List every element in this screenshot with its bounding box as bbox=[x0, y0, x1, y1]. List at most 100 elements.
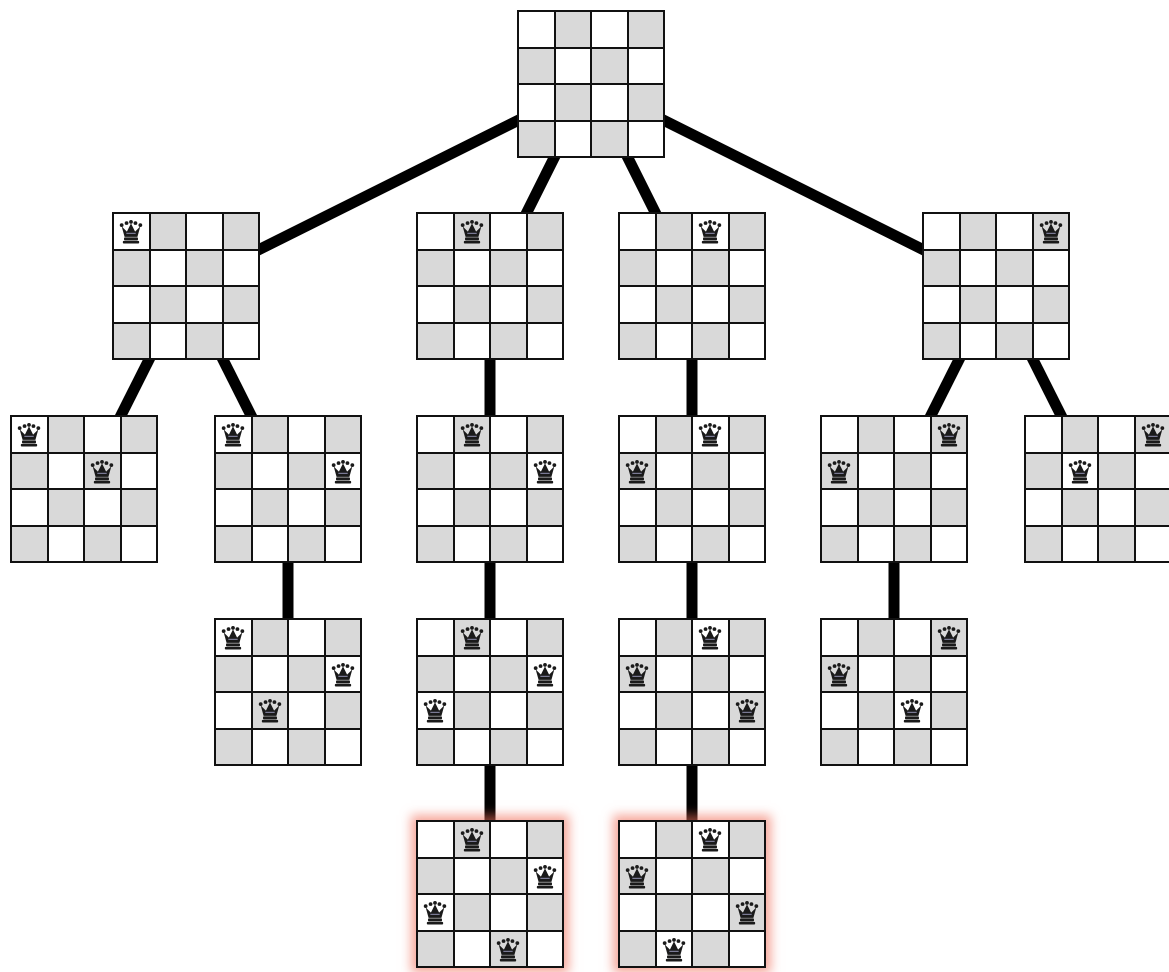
board-square bbox=[418, 250, 453, 285]
board-square bbox=[114, 214, 149, 249]
queen-icon bbox=[18, 423, 41, 447]
board-square bbox=[454, 453, 489, 488]
board-square bbox=[555, 121, 590, 156]
board-square bbox=[114, 250, 149, 285]
board-square bbox=[895, 620, 930, 655]
board-square bbox=[12, 417, 47, 452]
board-square bbox=[729, 895, 764, 930]
board-square bbox=[491, 729, 526, 764]
board-square bbox=[491, 490, 526, 525]
board-square bbox=[519, 12, 554, 47]
board-square bbox=[729, 490, 764, 525]
board-square bbox=[1033, 323, 1068, 358]
board-square bbox=[491, 931, 526, 966]
board-square bbox=[527, 490, 562, 525]
board-square bbox=[223, 250, 258, 285]
board-square bbox=[555, 48, 590, 83]
board-square bbox=[121, 453, 156, 488]
board-square bbox=[620, 453, 655, 488]
board-square bbox=[491, 693, 526, 728]
board-square bbox=[325, 526, 360, 561]
board-node bbox=[820, 415, 968, 563]
board-square bbox=[252, 729, 287, 764]
board-square bbox=[729, 931, 764, 966]
board-square bbox=[656, 453, 691, 488]
board-square bbox=[325, 693, 360, 728]
board-square bbox=[656, 620, 691, 655]
queen-icon bbox=[828, 459, 851, 484]
queen-icon bbox=[662, 937, 685, 962]
board-node bbox=[416, 212, 564, 360]
board-square bbox=[519, 85, 554, 120]
board-square bbox=[252, 417, 287, 452]
board-square bbox=[729, 417, 764, 452]
board-square bbox=[216, 417, 251, 452]
board-square bbox=[85, 490, 120, 525]
board-square bbox=[628, 85, 663, 120]
board-square bbox=[491, 453, 526, 488]
board-square bbox=[656, 656, 691, 691]
board-square bbox=[895, 656, 930, 691]
board-square bbox=[527, 931, 562, 966]
board-square bbox=[656, 526, 691, 561]
board-square bbox=[1099, 453, 1134, 488]
board-square bbox=[223, 287, 258, 322]
board-square bbox=[693, 287, 728, 322]
board-square bbox=[325, 490, 360, 525]
board-square bbox=[48, 526, 83, 561]
board-square bbox=[491, 620, 526, 655]
board-square bbox=[693, 490, 728, 525]
board-square bbox=[1099, 417, 1134, 452]
board-square bbox=[491, 526, 526, 561]
board-square bbox=[252, 620, 287, 655]
queen-icon bbox=[497, 937, 520, 962]
board-square bbox=[418, 323, 453, 358]
queen-icon bbox=[460, 828, 483, 852]
board-square bbox=[418, 822, 453, 857]
board-square bbox=[527, 250, 562, 285]
queen-icon bbox=[626, 662, 649, 687]
board-square bbox=[216, 526, 251, 561]
board-square bbox=[858, 453, 893, 488]
queen-icon bbox=[626, 864, 649, 889]
board-square bbox=[620, 620, 655, 655]
board-node bbox=[618, 618, 766, 766]
board-square bbox=[960, 323, 995, 358]
queen-icon bbox=[901, 699, 924, 723]
board-square bbox=[620, 526, 655, 561]
queen-icon bbox=[331, 662, 354, 687]
queen-icon bbox=[533, 864, 556, 889]
board-square bbox=[620, 490, 655, 525]
board-square bbox=[858, 417, 893, 452]
board-square bbox=[1026, 453, 1061, 488]
board-square bbox=[418, 287, 453, 322]
board-square bbox=[114, 287, 149, 322]
board-square bbox=[822, 490, 857, 525]
board-square bbox=[252, 656, 287, 691]
board-square bbox=[656, 895, 691, 930]
board-square bbox=[960, 287, 995, 322]
board-square bbox=[924, 214, 959, 249]
board-square bbox=[48, 490, 83, 525]
board-square bbox=[252, 693, 287, 728]
board-square bbox=[924, 323, 959, 358]
board-square bbox=[693, 323, 728, 358]
board-square bbox=[454, 526, 489, 561]
board-square bbox=[85, 453, 120, 488]
board-square bbox=[628, 48, 663, 83]
board-square bbox=[729, 822, 764, 857]
board-square bbox=[895, 490, 930, 525]
board-square bbox=[931, 729, 966, 764]
board-square bbox=[931, 656, 966, 691]
board-square bbox=[216, 729, 251, 764]
board-square bbox=[620, 931, 655, 966]
board-square bbox=[858, 490, 893, 525]
board-square bbox=[997, 323, 1032, 358]
board-square bbox=[527, 453, 562, 488]
board-square bbox=[150, 323, 185, 358]
board-square bbox=[895, 693, 930, 728]
board-square bbox=[12, 453, 47, 488]
board-square bbox=[216, 656, 251, 691]
board-square bbox=[187, 287, 222, 322]
board-square bbox=[527, 895, 562, 930]
